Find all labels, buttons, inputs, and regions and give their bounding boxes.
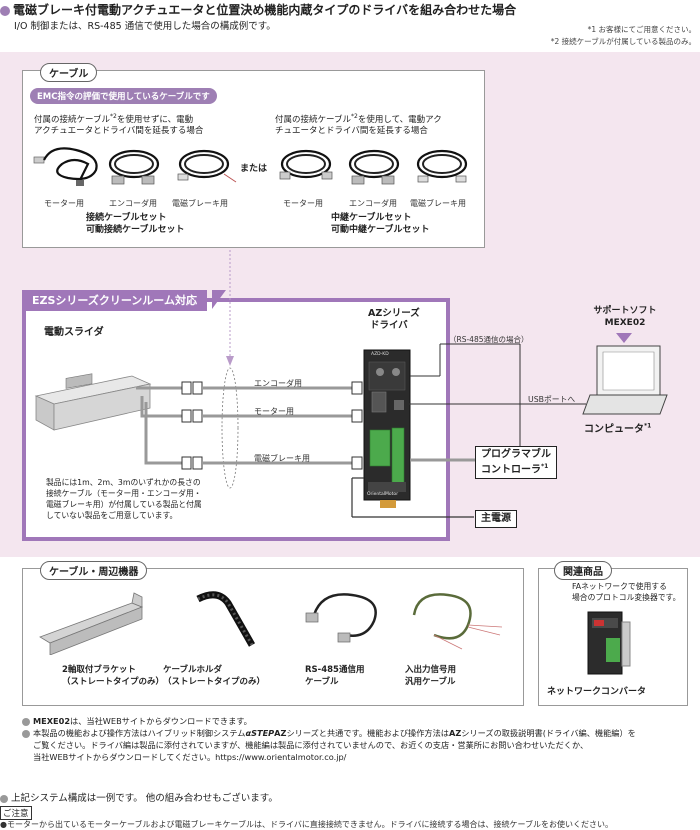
left-caption-motor: モーター用: [44, 199, 84, 208]
rs485-note: （RS-485通信の場合）: [449, 335, 529, 344]
right-cable-set-name: 中継ケーブルセット 可動中継ケーブルセット: [331, 213, 430, 235]
footnote-2: *2 接続ケーブルが付属している製品のみ。: [550, 37, 696, 46]
peripherals-tab: ケーブル・周辺機器: [40, 561, 148, 580]
download-arrow-icon: [616, 333, 632, 343]
wiring-diagram: [34, 250, 668, 518]
ezs-series-title: EZSシリーズクリーンルーム対応: [22, 290, 207, 311]
electric-slider-icon: [34, 373, 152, 431]
driver-model: AZD-KD: [371, 352, 389, 357]
motor-cable-label: モーター用: [254, 407, 294, 416]
main-power-label: 主電源: [475, 510, 517, 528]
emc-pill: EMC指令の評価で使用しているケーブルです: [30, 88, 217, 104]
left-cable-desc: 付属の接続ケーブル*2を使用せずに、電動 アクチュエータとドライバ間を延長する場…: [34, 113, 204, 136]
rs485-cable-icon: [305, 593, 377, 643]
cable-holder-label: ケーブルホルダ （ストレートタイプのみ）: [163, 665, 266, 687]
peripheral-illustrations: [39, 591, 503, 655]
website-link[interactable]: 当社WEBサイトからダウンロードしてください。https://www.orien…: [33, 752, 347, 762]
relay-motor-cable-icon: [279, 149, 333, 180]
system-note: 上記システム構成は一例です。 他の組み合わせもございます。: [0, 790, 278, 804]
slider-note: 製品には1m、2m、3mのいずれかの長さの 接続ケーブル（モーター用・エンコーダ…: [46, 478, 202, 520]
driver-brand: OrientalMotor: [367, 492, 399, 497]
relay-encoder-cable-icon: [348, 149, 400, 185]
left-caption-encoder: エンコーダ用: [109, 199, 157, 208]
relay-brake-cable-icon: [416, 149, 468, 183]
left-caption-brake: 電磁ブレーキ用: [172, 199, 228, 208]
caution-text: ●モーターから出ているモーターケーブルおよび電磁ブレーキケーブルは、ドライバに直…: [0, 820, 613, 829]
network-converter-label: ネットワークコンバータ: [547, 687, 647, 697]
right-caption-motor: モーター用: [283, 199, 323, 208]
footnote-1: *1 お客様にてご用意ください。: [587, 25, 696, 34]
network-converter-icon: [587, 611, 631, 675]
caution-tag: ご注意: [0, 806, 32, 820]
note-mexe: MEXE02は、当社WEBサイトからダウンロードできます。: [22, 715, 692, 727]
slider-label: 電動スライダ: [44, 327, 104, 338]
computer-label: コンピュータ*1: [584, 422, 652, 435]
encoder-cable-icon: [108, 149, 160, 185]
az-driver-icon: [363, 349, 411, 508]
or-label: または: [240, 164, 268, 174]
left-cable-set-name: 接続ケーブルセット 可動接続ケーブルセット: [86, 213, 185, 235]
page-subtitle: I/O 制御または、RS-485 通信で使用した場合の構成例です。: [14, 21, 276, 32]
bracket-label: 2軸取付ブラケット （ストレートタイプのみ）: [62, 665, 165, 687]
ezs-title-tail: [212, 290, 226, 309]
motor-cable-icon: [33, 147, 98, 186]
rs485-cable-label: RS-485通信用 ケーブル: [305, 665, 365, 687]
encoder-cable-label: エンコーダ用: [254, 379, 302, 388]
io-cable-label: 入出力信号用 汎用ケーブル: [405, 665, 457, 687]
page-title: 電磁ブレーキ付電動アクチュエータと位置決め機能内蔵タイプのドライバを組み合わせた…: [0, 1, 516, 18]
driver-label: AZシリーズ ドライバ: [368, 308, 420, 331]
laptop-icon: [582, 345, 668, 415]
cable-holder-icon: [196, 591, 256, 647]
usb-port-label: USBポートへ: [528, 395, 576, 404]
related-desc: FAネットワークで使用する 場合のプロトコル変換器です。: [572, 582, 681, 602]
related-tab: 関連商品: [554, 561, 612, 580]
cable-illustrations: [33, 147, 468, 186]
plc-label: プログラマブル コントローラ*1: [475, 446, 557, 480]
bullet-icon: [0, 5, 10, 16]
brake-cable-icon: [177, 149, 237, 183]
brake-cable-label: 電磁ブレーキ用: [254, 454, 310, 463]
right-caption-brake: 電磁ブレーキ用: [410, 199, 466, 208]
right-cable-desc: 付属の接続ケーブル*2を使用して、電動アク チュエータとドライバ間を延長する場合: [275, 113, 442, 136]
support-software: サポートソフト MEXE02: [593, 306, 657, 328]
right-caption-encoder: エンコーダ用: [349, 199, 397, 208]
cable-panel-tab: ケーブル: [40, 63, 98, 82]
io-cable-icon: [412, 593, 503, 650]
note-manual: 本製品の機能および操作方法はハイブリッド制御システムαSTEPAZシリーズと共通…: [22, 727, 692, 739]
bracket-icon: [39, 592, 144, 655]
notes: MEXE02は、当社WEBサイトからダウンロードできます。 本製品の機能および操…: [22, 715, 692, 763]
